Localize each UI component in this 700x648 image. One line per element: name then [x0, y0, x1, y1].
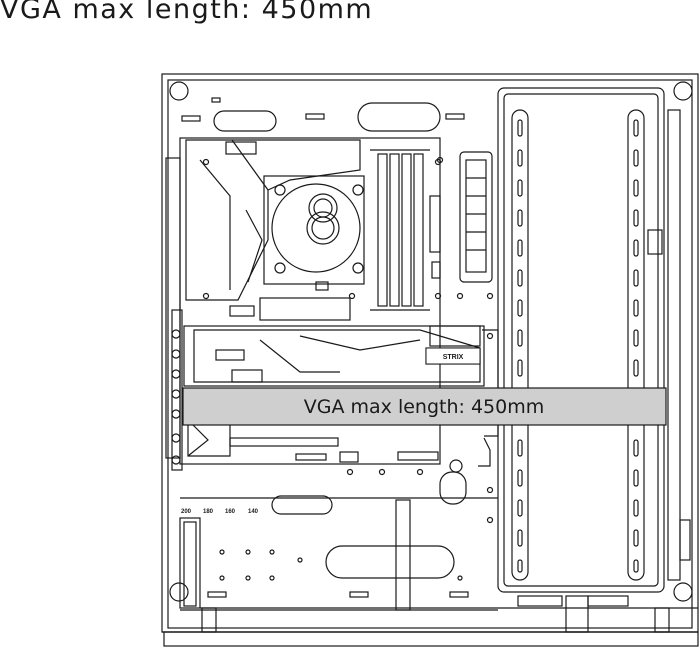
standoff-holes — [202, 156, 494, 524]
radiator-slot-labels: 200 180 160 140 — [181, 509, 259, 515]
vga-length-banner: VGA max length: 450mm — [182, 387, 667, 426]
graphics-card — [183, 325, 499, 467]
cable-cutout — [459, 151, 493, 283]
gpu-brand-logo: STRIX — [425, 347, 481, 365]
right-panel — [497, 87, 691, 607]
slot-label-200: 200 — [181, 509, 192, 515]
svg-text:STRIX: STRIX — [443, 354, 464, 361]
slot-label-160: 160 — [225, 509, 236, 515]
slot-label-140: 140 — [248, 509, 259, 515]
motherboard — [179, 137, 463, 473]
case-frame — [161, 73, 699, 647]
lower-chamber — [179, 471, 498, 611]
slot-label-180: 180 — [203, 509, 214, 515]
top-vent-slots — [181, 97, 465, 132]
vga-length-label: VGA max length: 450mm — [304, 396, 544, 418]
page-title: VGA max length: 450mm — [0, 0, 374, 25]
